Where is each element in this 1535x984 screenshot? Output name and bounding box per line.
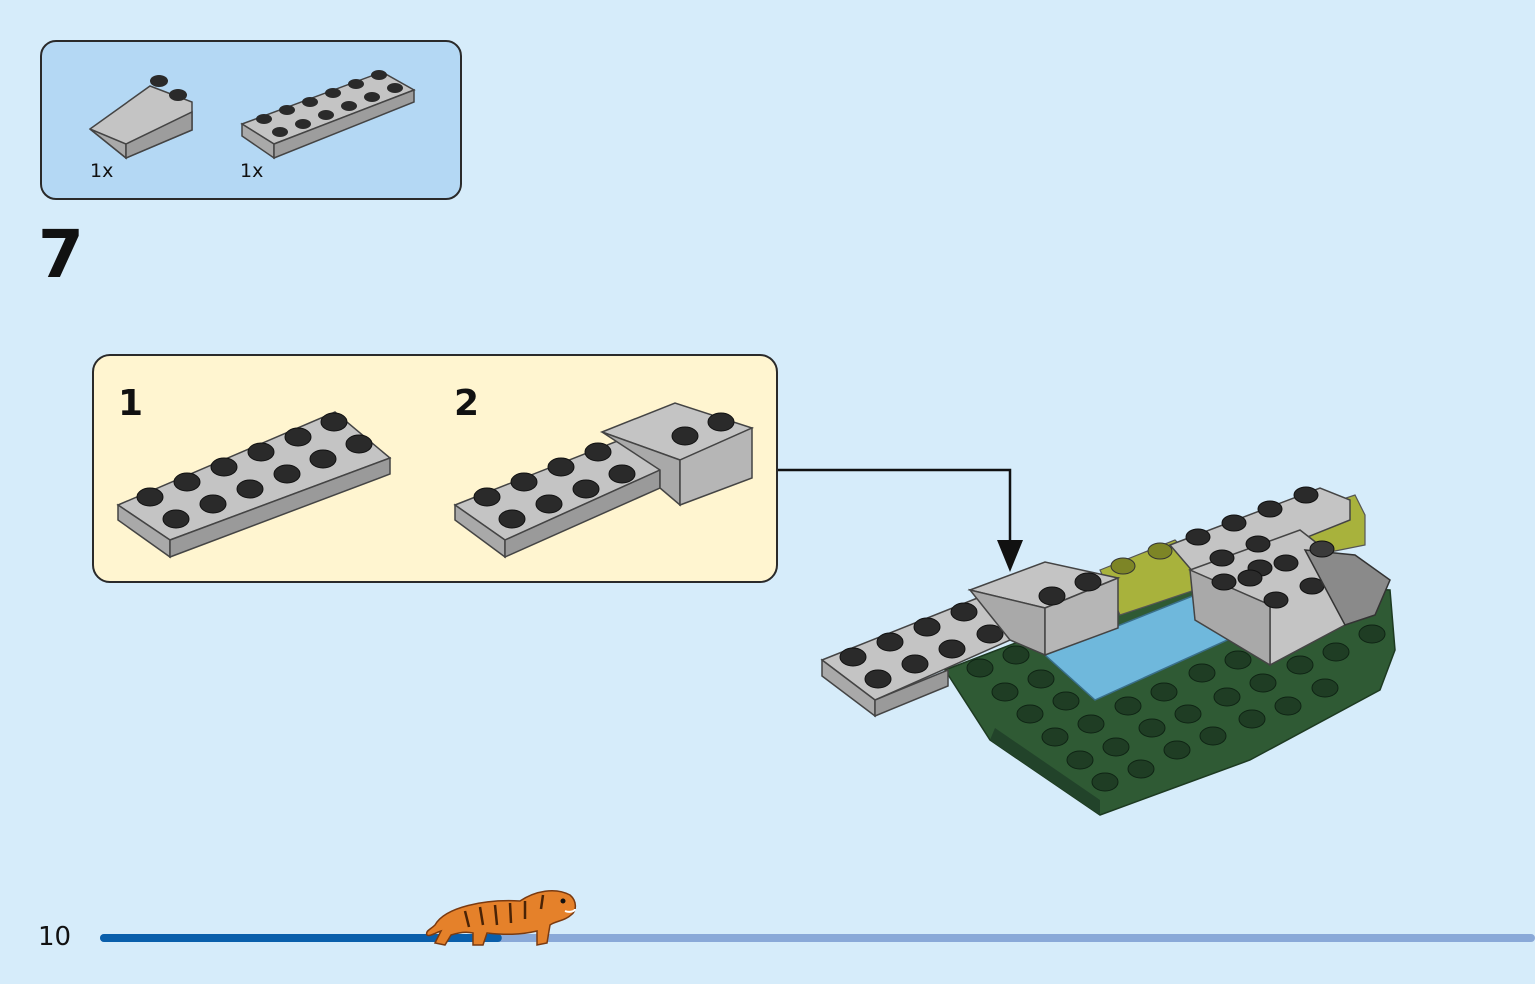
main-model-icon [820,486,1396,816]
parts-list-illustrations [88,70,416,160]
sub-step-number: 1 [118,383,144,424]
progress-bar [100,934,1535,942]
parts-list-box: 1x 1x [40,40,462,200]
placement-arrow [778,468,1023,572]
sub-step-2-assembly-icon [453,402,755,559]
sub-step-number: 2 [454,383,480,424]
step-number: 7 [38,216,84,293]
part-quantity: 1x [240,160,264,182]
progress-fill [100,934,502,942]
tiger-icon [425,889,577,946]
part-quantity: 1x [90,160,114,182]
page-number: 10 [38,922,72,952]
plate-icon [240,70,416,160]
sub-step-1-plate-icon [116,411,392,559]
slope-brick-icon [88,75,193,160]
